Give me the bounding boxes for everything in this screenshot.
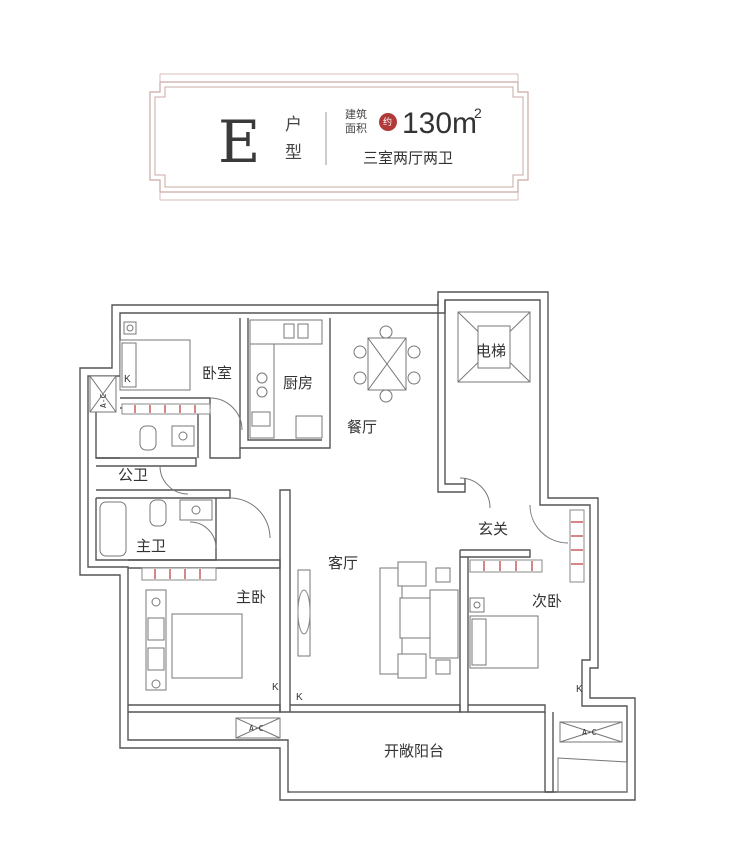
interior-walls: [95, 318, 554, 793]
balcony-rail: [290, 757, 628, 793]
ac-label-bottom: A-C: [249, 724, 264, 733]
k-marker-4: K: [124, 374, 131, 385]
layout-summary: 三室两厅两卫: [363, 149, 453, 167]
ac-unit-left: A-C: [89, 375, 117, 413]
room-label-dining: 餐厅: [347, 418, 377, 436]
dining-table: [353, 325, 421, 403]
door-swings: [159, 397, 569, 647]
room-label-elevator: 电梯: [476, 342, 506, 360]
living-sofa-set: [379, 561, 459, 679]
second-bedroom-bed: [469, 597, 539, 669]
room-label-second-bedroom: 次卧: [532, 592, 562, 610]
master-bath-fixtures: [99, 499, 213, 557]
master-bedroom-wardrobe: [141, 567, 217, 581]
room-label-master-bath: 主卫: [136, 537, 166, 555]
room-label-living: 客厅: [328, 554, 358, 572]
kitchen-fixtures: [249, 319, 323, 439]
area-superscript: 2: [474, 105, 482, 121]
area-label-1: 建筑: [345, 107, 367, 121]
ac-label-right: A-C: [582, 728, 597, 737]
k-marker-1: K: [272, 682, 279, 693]
k-marker-2: K: [296, 692, 303, 703]
unit-type-letter: E: [218, 108, 260, 176]
approx-label: 约: [383, 116, 392, 128]
room-label-kitchen: 厨房: [283, 374, 313, 392]
room-label-bedroom: 卧室: [202, 364, 232, 382]
elevator-shaft: [457, 311, 531, 383]
title-frame: [149, 73, 529, 201]
room-label-public-bath: 公卫: [118, 466, 148, 484]
bedroom-bed: [119, 321, 191, 391]
area-label-2: 面积: [345, 122, 367, 135]
ac-unit-bottom: A-C: [235, 717, 281, 739]
unit-type-char-1: 户: [285, 115, 302, 135]
outer-walls: [79, 291, 636, 801]
ac-unit-right: A-C: [559, 721, 623, 743]
master-bedroom-bed: [145, 589, 243, 691]
unit-type-char-2: 型: [285, 143, 302, 163]
room-label-foyer: 玄关: [478, 520, 508, 538]
room-label-master-bedroom: 主卧: [236, 588, 266, 606]
foyer-cabinet: [569, 509, 585, 583]
bedroom-wardrobe: [121, 403, 211, 415]
area-value: 130: [402, 107, 452, 140]
area-unit: m: [452, 107, 477, 140]
living-tv-wall: [297, 569, 311, 657]
room-label-balcony: 开敞阳台: [384, 742, 444, 760]
approx-badge: [379, 113, 397, 131]
public-bath-fixtures: [139, 425, 195, 451]
k-marker-3: K: [576, 684, 583, 695]
ac-label-left: A-C: [99, 393, 108, 408]
second-bedroom-wardrobe: [469, 559, 543, 573]
